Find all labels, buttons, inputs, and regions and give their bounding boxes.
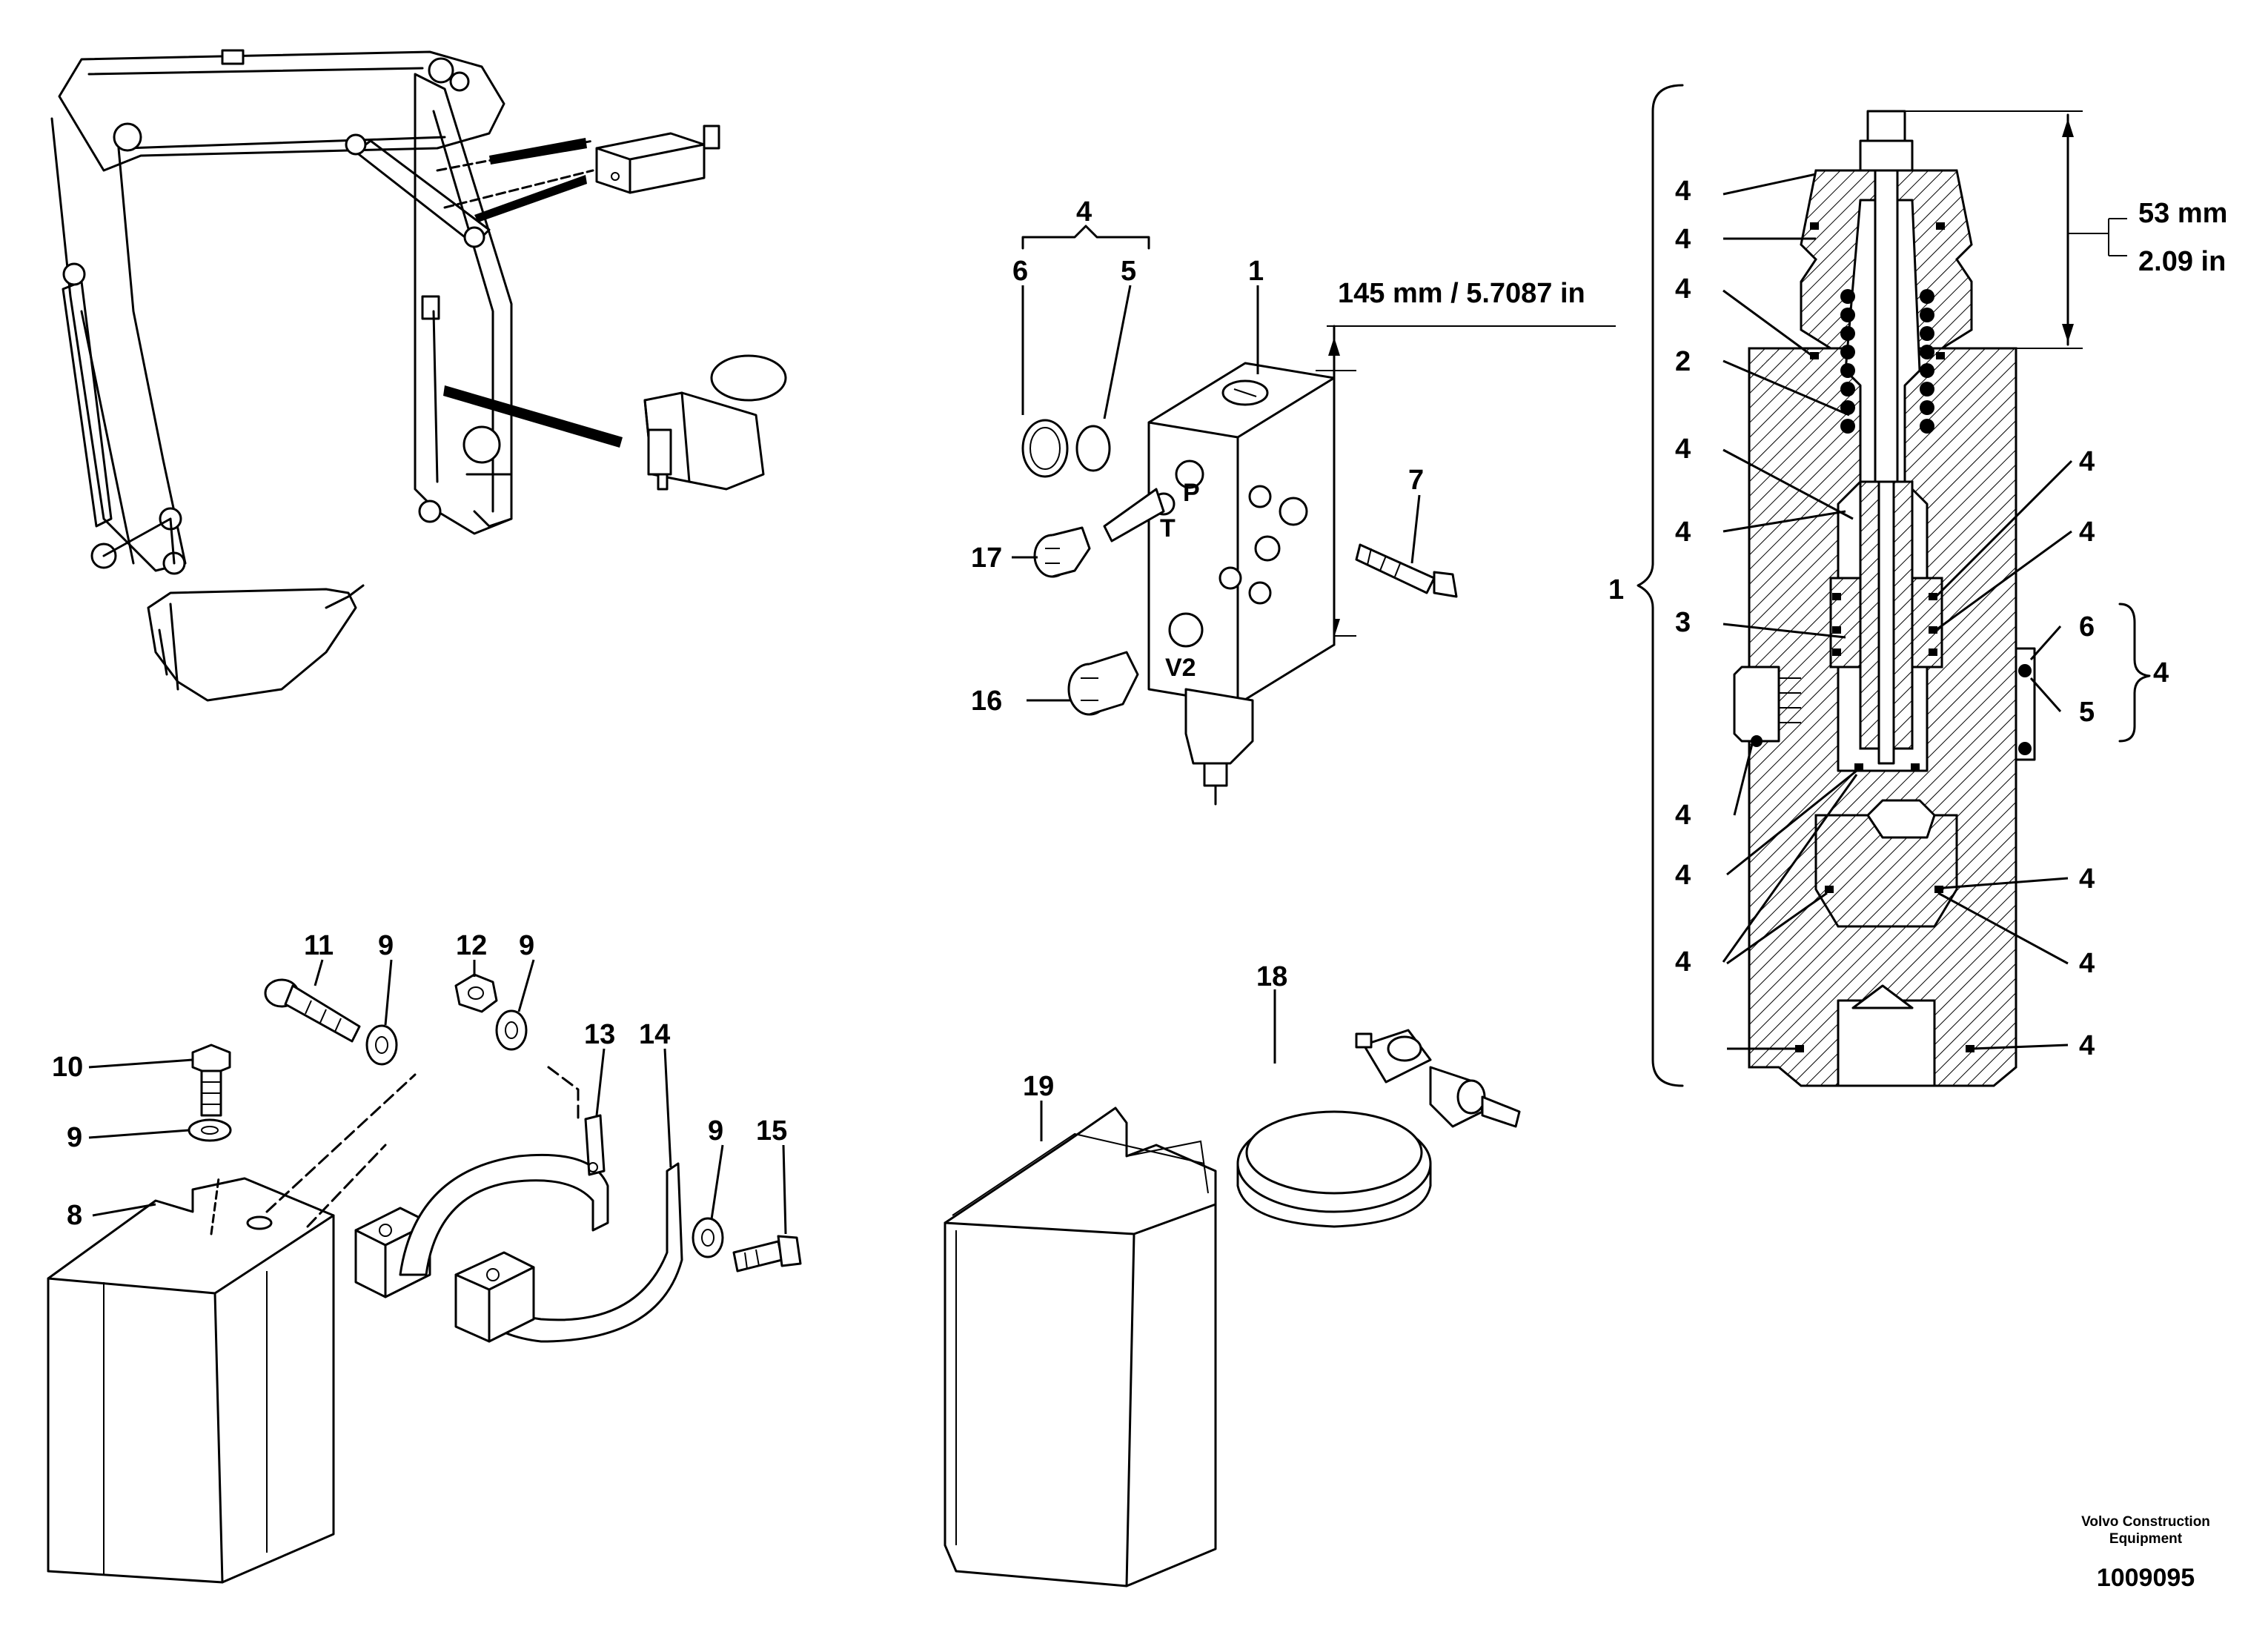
cover-19-and-clamp-18: 18 19	[944, 961, 1521, 1587]
callout-9-b: 9	[519, 930, 534, 961]
callout-4-a: 4	[1675, 176, 1691, 207]
callout-13: 13	[584, 1019, 615, 1050]
brand-line-1: Volvo Construction	[2081, 1514, 2210, 1530]
o-ring-5	[1075, 425, 1111, 472]
drawing-number: 1009095	[2097, 1564, 2195, 1592]
callout-6-kit: 6	[1012, 256, 1028, 287]
callout-9-d: 9	[708, 1115, 723, 1147]
port-v2-label: V2	[1165, 654, 1196, 682]
port-p-label: P	[1183, 479, 1200, 507]
brand-line-2: Equipment	[2109, 1531, 2183, 1547]
callout-4-i: 4	[2079, 446, 2095, 477]
callout-5-kit: 5	[1121, 256, 1136, 287]
washer-9-b	[495, 1009, 528, 1051]
stroke-dimension-mm: 53 mm	[2138, 198, 2227, 229]
callout-4-m: 4	[2079, 1030, 2095, 1061]
block-length-dimension: 145 mm / 5.7087 in	[1338, 278, 1585, 309]
drawing-footer: Volvo Construction Equipment 1009095	[2081, 1514, 2210, 1592]
bolt-7	[1355, 543, 1458, 598]
callout-19: 19	[1023, 1071, 1054, 1102]
valve-cross-section: 53 mm 2.09 in 4 4 4 2 4 4 1 3 4 4	[1608, 84, 2227, 1087]
valve-block-thumbnail	[595, 125, 720, 194]
backhoe-arm-overview	[50, 49, 787, 702]
bolt-15	[732, 1235, 802, 1273]
callout-4-d: 4	[1675, 434, 1691, 465]
callout-4-j: 4	[2079, 517, 2095, 548]
callout-1-block: 1	[1248, 256, 1264, 287]
bolt-10	[191, 1044, 231, 1117]
holder-thumbnail	[643, 354, 787, 491]
callout-9-c: 9	[67, 1122, 82, 1153]
callout-4-l: 4	[2079, 948, 2095, 979]
plug-16	[1067, 651, 1139, 716]
callout-17: 17	[971, 543, 1002, 574]
callout-4-e: 4	[1675, 517, 1691, 548]
callout-8: 8	[67, 1200, 82, 1231]
o-rings-section	[1751, 222, 2032, 1052]
callout-16: 16	[971, 686, 1002, 717]
port-t-label: T	[1160, 514, 1176, 543]
callout-2: 2	[1675, 346, 1691, 377]
callout-4-g: 4	[1675, 860, 1691, 891]
callout-12: 12	[456, 930, 487, 961]
washer-9-c	[188, 1118, 232, 1142]
bolt-11	[264, 978, 361, 1043]
callout-18: 18	[1256, 961, 1287, 992]
callout-4-f: 4	[1675, 800, 1691, 831]
callout-11: 11	[304, 930, 334, 961]
callout-14: 14	[639, 1019, 670, 1050]
callout-4-kit-section: 4	[2153, 657, 2169, 689]
callout-1-section: 1	[1608, 574, 1624, 606]
spring	[1840, 289, 1934, 434]
washer-9-a	[365, 1024, 398, 1066]
nut-12	[454, 973, 498, 1013]
callout-4-kit: 4	[1076, 196, 1092, 228]
callout-5-section: 5	[2079, 697, 2095, 728]
callout-6-section: 6	[2079, 611, 2095, 643]
callout-4-h: 4	[1675, 946, 1691, 978]
cover-and-clamp-hardware: 11 9 12 9 13 14 9 15 10 9 8	[47, 930, 802, 1584]
callout-3: 3	[1675, 607, 1691, 638]
callout-4-c: 4	[1675, 273, 1691, 305]
callout-7: 7	[1408, 465, 1424, 496]
washer-9-d	[692, 1217, 724, 1258]
stroke-dimension-in: 2.09 in	[2138, 246, 2226, 277]
valve-block-assembly: 145 mm / 5.7087 in P T V2	[971, 196, 1616, 806]
callout-10: 10	[52, 1052, 83, 1083]
callout-15: 15	[756, 1115, 787, 1147]
callout-4-b: 4	[1675, 224, 1691, 255]
plug-17	[1033, 526, 1091, 578]
callout-4-k: 4	[2079, 863, 2095, 895]
callout-9-a: 9	[378, 930, 394, 961]
